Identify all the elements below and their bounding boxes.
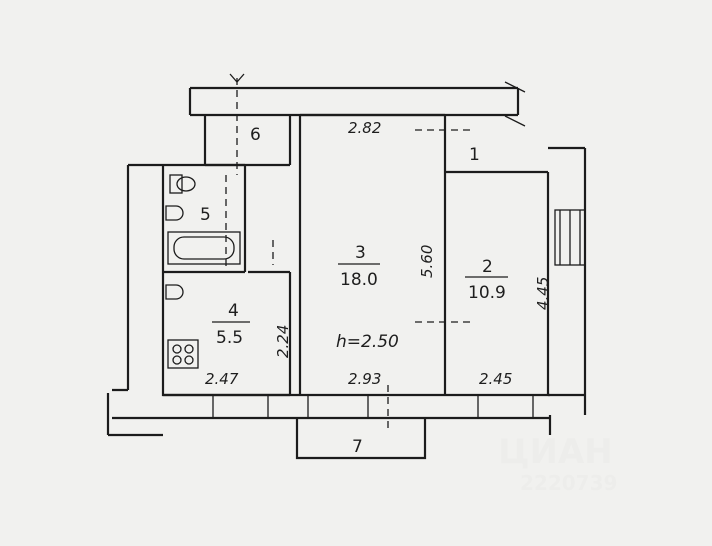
dim-bottom-room4: 2.47: [205, 370, 239, 388]
toilet-icon: [169, 174, 196, 194]
bathroom-partitions: [163, 113, 470, 395]
dim-room3-length: 5.60: [418, 245, 436, 278]
room-2-area: 10.9: [468, 283, 506, 303]
room-1-number: 1: [469, 145, 480, 165]
room-7-number: 7: [352, 437, 363, 457]
bathtub-icon: [167, 231, 241, 265]
windows: [212, 209, 586, 430]
dim-room4-width: 2.24: [274, 325, 292, 358]
watermark: ЦИАН 2220739: [498, 432, 617, 495]
dim-bottom-room3: 2.93: [348, 370, 381, 388]
dim-bottom-room2: 2.45: [479, 370, 512, 388]
room-5-number: 5: [200, 205, 211, 225]
kitchen-sink-icon: [165, 284, 184, 300]
watermark-id: 2220739: [520, 471, 617, 495]
room-7-outline: [295, 418, 427, 460]
room-3-area: 18.0: [340, 270, 378, 290]
dim-top-room3: 2.82: [348, 119, 381, 137]
room-2-number: 2: [482, 257, 493, 277]
room-6-number: 6: [250, 125, 261, 145]
ceiling-height: h=2.50: [336, 332, 399, 352]
watermark-brand: ЦИАН: [498, 432, 613, 472]
sink-icon: [165, 205, 184, 221]
stove-icon: [167, 339, 199, 369]
dim-room2-length: 4.45: [534, 277, 552, 310]
top-balcony: [188, 81, 526, 127]
room-3-number: 3: [355, 243, 366, 263]
room-4-area: 5.5: [216, 328, 243, 348]
room-4-number: 4: [228, 301, 239, 321]
